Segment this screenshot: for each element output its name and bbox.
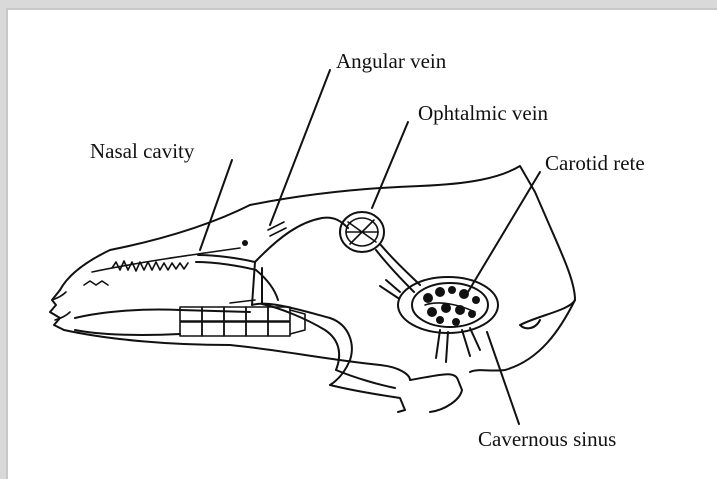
ophtalmic-vein-leader xyxy=(372,122,408,208)
angular-vein xyxy=(196,218,348,305)
angular-vein-leader xyxy=(270,70,330,225)
label-ophtalmic-vein: Ophtalmic vein xyxy=(418,101,549,125)
skull-outline xyxy=(50,166,575,412)
label-nasal-cavity: Nasal cavity xyxy=(90,139,195,163)
carotid-rete-leader xyxy=(468,172,540,292)
ophtalmic-vein xyxy=(340,212,420,292)
label-carotid-rete: Carotid rete xyxy=(545,151,645,175)
cavernous-sinus-leader xyxy=(487,332,519,424)
foramen-dot xyxy=(242,240,248,246)
label-cavernous-sinus: Cavernous sinus xyxy=(478,427,616,451)
nasal-cavity-leader xyxy=(200,160,232,250)
carotid-rete xyxy=(380,277,498,362)
label-angular-vein: Angular vein xyxy=(336,49,447,73)
